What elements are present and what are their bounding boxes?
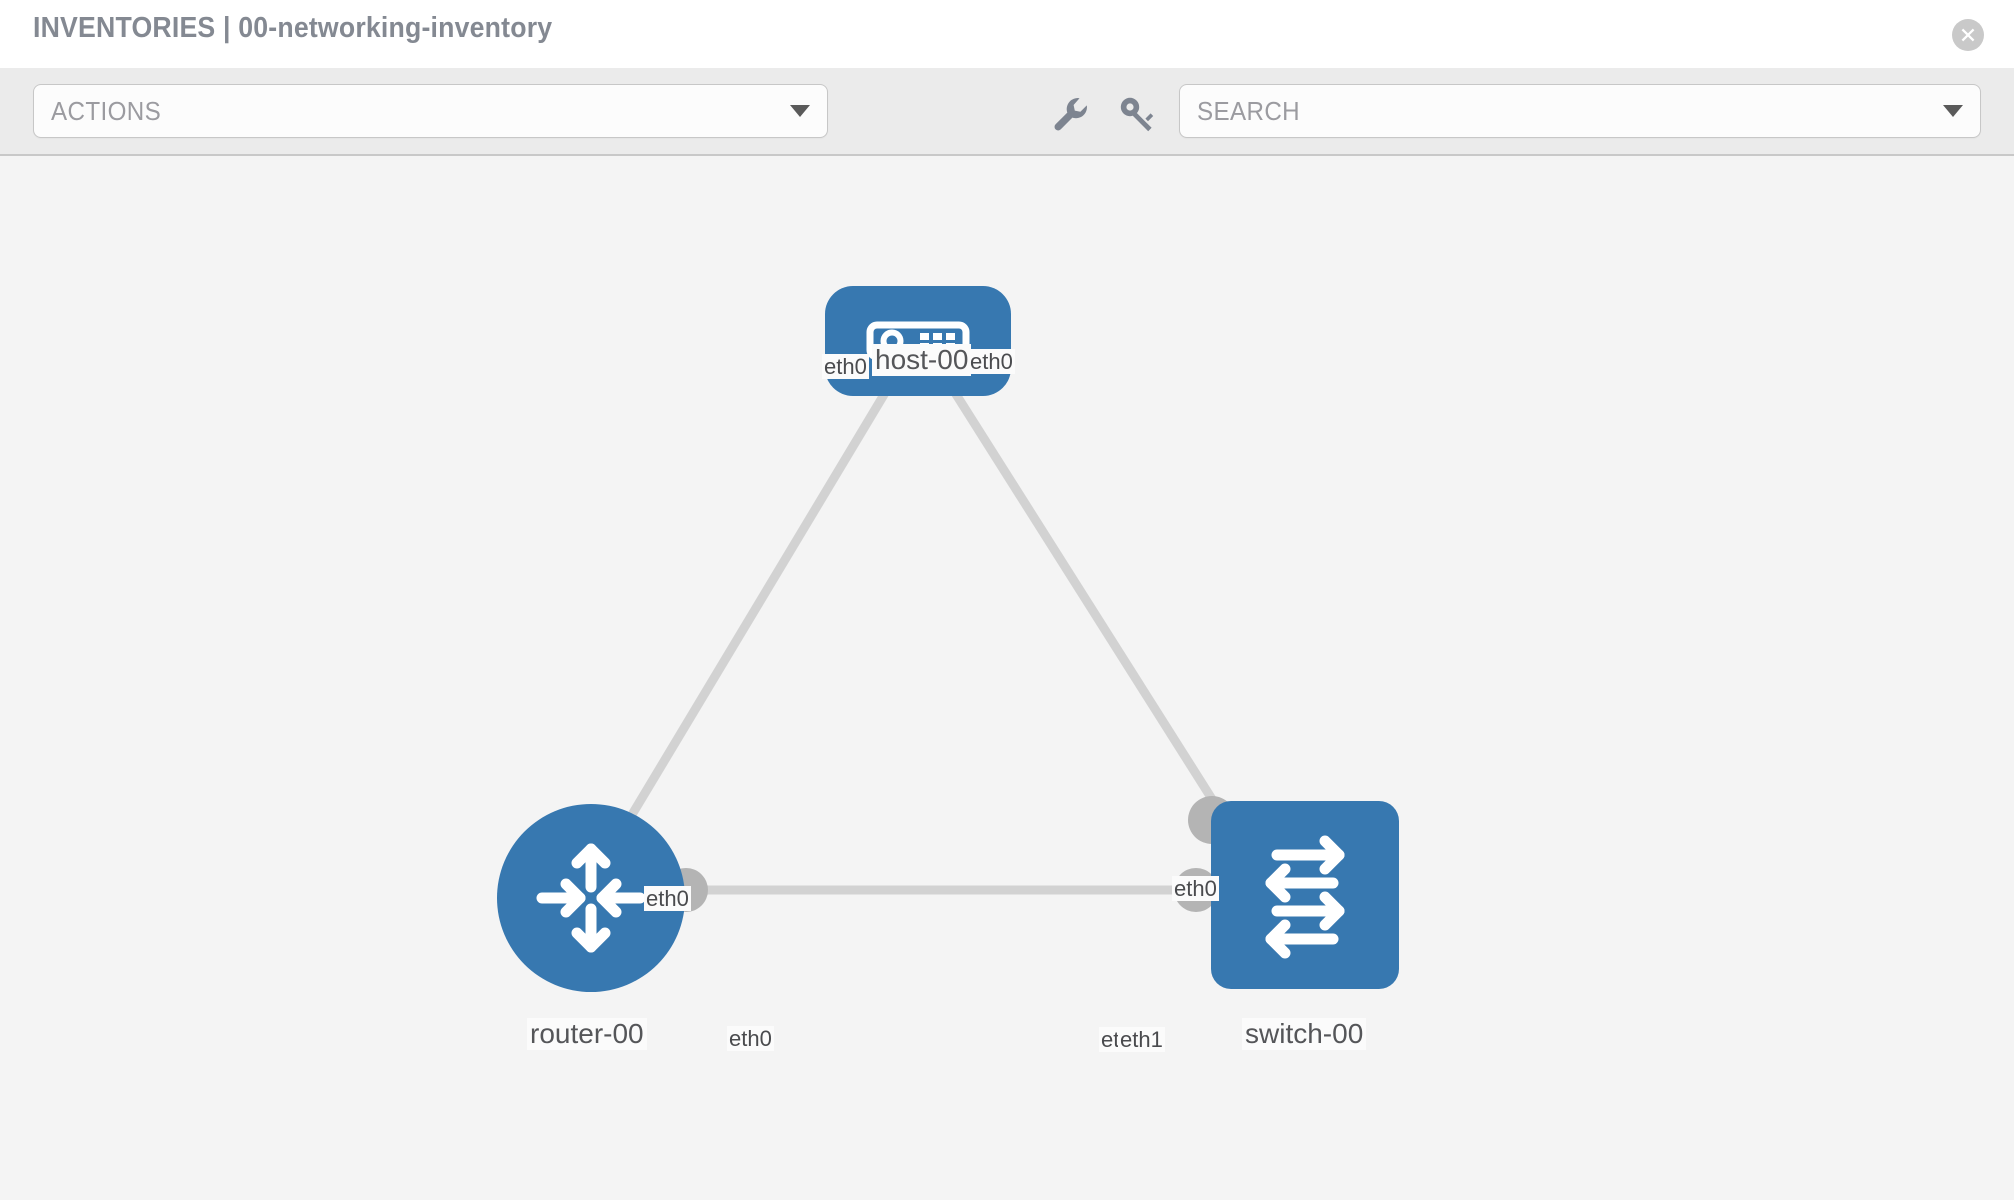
node-label-switch-00: switch-00 xyxy=(1242,1018,1367,1051)
edge-host-router xyxy=(596,385,892,871)
close-icon[interactable] xyxy=(1952,19,1984,51)
chevron-down-icon xyxy=(1943,105,1963,117)
search-placeholder: SEARCH xyxy=(1197,95,1301,126)
node-label-host-00: host-00 xyxy=(872,344,972,377)
edge-label-host-eth0-right: eth0 xyxy=(968,349,1015,375)
page-title: INVENTORIES | 00-networking-inventory xyxy=(33,12,553,44)
actions-dropdown-label: ACTIONS xyxy=(51,95,162,126)
router-icon xyxy=(536,843,646,953)
node-label-router-00: router-00 xyxy=(527,1018,647,1051)
topology-canvas[interactable]: host-00 xyxy=(0,156,2014,1200)
edge-host-switch xyxy=(948,385,1252,859)
chevron-down-icon xyxy=(790,105,810,117)
key-icon[interactable] xyxy=(1116,94,1160,132)
wrench-icon[interactable] xyxy=(1048,94,1092,132)
topology-edges xyxy=(596,385,1252,895)
toolbar: ACTIONS SEARCH xyxy=(0,68,2014,156)
edge-label-router-eth0-up: eth0 xyxy=(644,886,691,912)
search-input[interactable]: SEARCH xyxy=(1179,84,1981,138)
edge-label-switch-eth0-up: eth0 xyxy=(1172,876,1219,902)
switch-icon xyxy=(1265,835,1345,959)
page-header: INVENTORIES | 00-networking-inventory xyxy=(0,0,2014,68)
edge-label-switch-eth1: eth1 xyxy=(1118,1027,1165,1053)
edge-label-host-eth0-left: eth0 xyxy=(822,354,869,380)
edge-label-router-eth0: eth0 xyxy=(727,1026,774,1052)
node-switch-00[interactable] xyxy=(1211,801,1399,989)
node-host-00[interactable] xyxy=(825,286,1011,396)
actions-dropdown[interactable]: ACTIONS xyxy=(33,84,828,138)
